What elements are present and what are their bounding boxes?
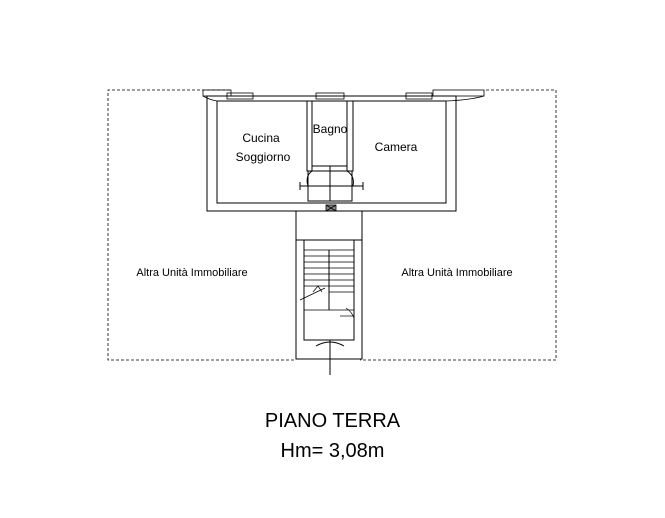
stair-core [295, 210, 363, 360]
property-boundary-right [360, 89, 557, 361]
entrance [315, 340, 345, 375]
doors [340, 307, 355, 319]
floor-plan-drawing: Cucina Soggiorno Bagno Camera Altra Unit… [107, 89, 557, 375]
windows-top [202, 89, 485, 102]
room-label-soggiorno: Soggiorno [236, 150, 291, 164]
unit-label-left: Altra Unità Immobiliare [136, 267, 247, 279]
room-label-camera: Camera [375, 140, 418, 154]
property-boundary [107, 89, 295, 361]
stair-steps [299, 249, 354, 311]
floor-title: PIANO TERRA [264, 410, 401, 432]
unit-label-right: Altra Unità Immobiliare [401, 267, 512, 279]
room-label-bagno: Bagno [313, 122, 348, 136]
room-label-cucina: Cucina [242, 131, 280, 145]
meter-symbol [325, 204, 337, 212]
ceiling-height: Hm= 3,08m [280, 440, 385, 462]
internal-walls [299, 100, 364, 202]
